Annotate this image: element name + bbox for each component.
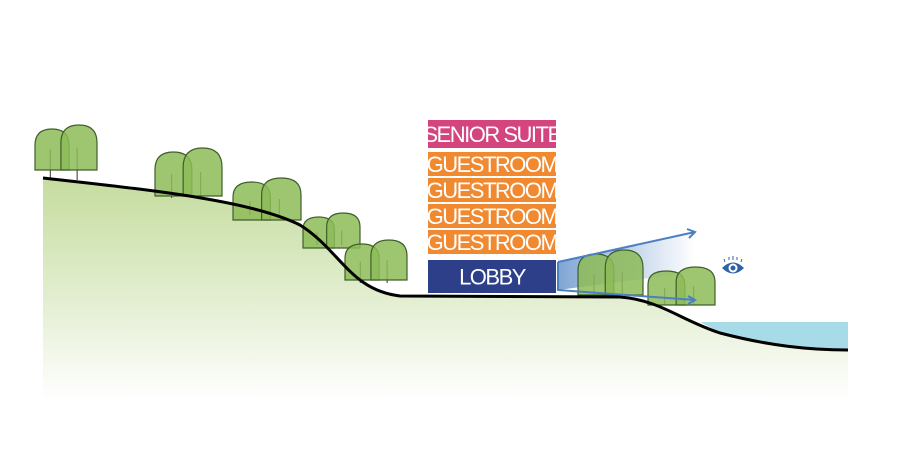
eye-icon xyxy=(722,256,744,274)
tree-icon xyxy=(344,239,408,283)
ground-fill xyxy=(43,178,848,400)
trees xyxy=(34,124,716,306)
floor-guestroom: GUESTROOM xyxy=(427,178,559,203)
svg-text:GUESTROOM: GUESTROOM xyxy=(427,204,558,229)
tree-icon xyxy=(302,212,361,249)
tree-icon xyxy=(34,124,98,180)
floor-senior-suite: SENIOR SUITE xyxy=(423,120,563,148)
building: SENIOR SUITEGUESTROOMGUESTROOMGUESTROOMG… xyxy=(423,120,563,293)
water xyxy=(700,322,848,350)
svg-text:SENIOR SUITE: SENIOR SUITE xyxy=(423,122,561,147)
floor-lobby: LOBBY xyxy=(428,260,556,293)
ground-line xyxy=(42,176,849,352)
svg-text:GUESTROOM: GUESTROOM xyxy=(427,230,558,255)
view-arrows xyxy=(557,228,698,305)
tree-icon xyxy=(232,177,302,221)
floor-guestroom: GUESTROOM xyxy=(427,204,559,229)
floor-guestroom: GUESTROOM xyxy=(427,230,559,255)
floor-guestroom: GUESTROOM xyxy=(427,152,559,177)
svg-text:LOBBY: LOBBY xyxy=(459,265,527,290)
tree-icon xyxy=(577,249,644,297)
svg-text:GUESTROOM: GUESTROOM xyxy=(427,152,558,177)
tree-icon xyxy=(154,147,223,198)
svg-text:GUESTROOM: GUESTROOM xyxy=(427,178,558,203)
